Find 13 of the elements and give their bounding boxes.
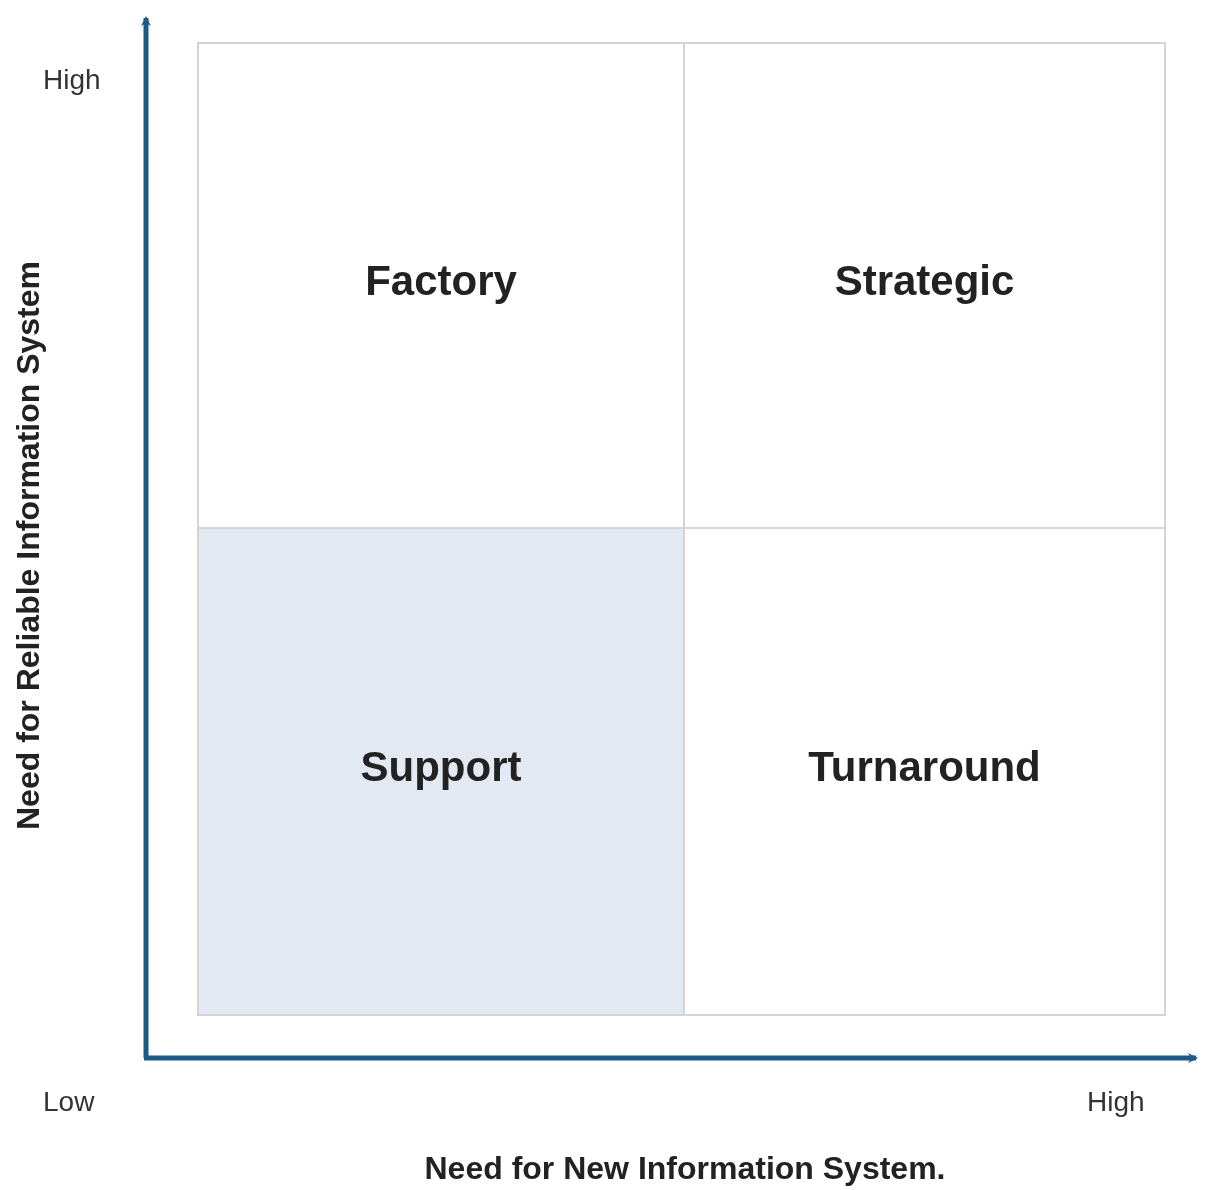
quadrant-label: Support [360,742,522,791]
quadrant-cell [197,42,685,529]
quadrant-label: Strategic [834,256,1015,305]
quadrant-cell [683,42,1166,529]
quadrant-label: Turnaround [808,742,1041,791]
axis-title: Need for Reliable Information System [9,260,47,830]
axis-tick-label: High [1087,1086,1145,1118]
quadrant-cell [683,527,1166,1016]
axis-tick-label: High [43,64,101,96]
quadrant-label: Factory [365,256,517,305]
axis-tick-label: Low [43,1086,95,1118]
quadrant-cell [197,527,685,1016]
axis-title: Need for New Information System. [424,1149,946,1187]
